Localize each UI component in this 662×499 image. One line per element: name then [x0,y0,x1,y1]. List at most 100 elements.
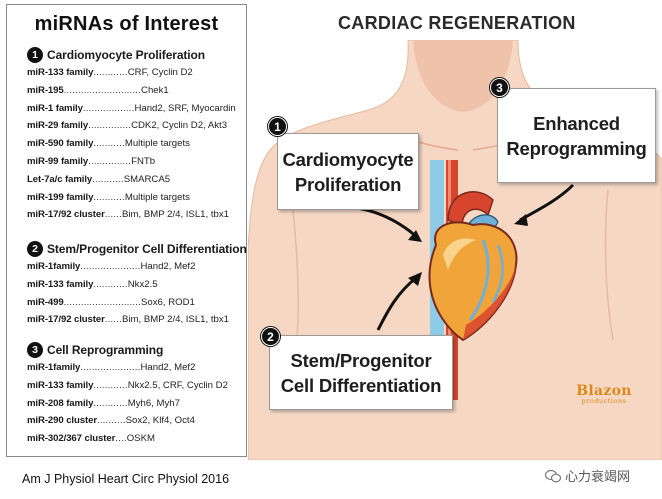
dot-leader: ........................... [63,296,142,308]
mirna-name: miR-29 family [27,120,89,132]
callout-line-2: Cell Differentiation [280,374,442,396]
mirna-targets: Bim, BMP 2/4, ISL1, tbx1 [121,209,229,221]
mirna-list: miR-1family.....................Hand2, M… [27,261,245,332]
callout-cardiomyocyte-proliferation: Cardiomyocyte Proliferation [277,133,419,210]
mirna-targets: CRF, Cyclin D2 [127,67,193,78]
mirna-name: miR-1family [27,261,81,272]
coronary-vessel-2 [491,244,504,303]
mirna-row: miR-1family.....................Hand2, M… [27,362,245,380]
mirna-targets: Multiple targets [124,138,190,150]
aortic-arch [447,191,494,227]
dot-leader: ...... [104,314,122,326]
mirna-row: miR-208 family............Myh6, Myh7 [27,398,245,416]
mirna-name: miR-133 family [27,67,94,78]
mirna-name: miR-290 cluster [27,415,97,427]
callout-line-1: Stem/Progenitor [290,349,432,371]
section-header: 2 Stem/Progenitor Cell Differentiation [27,240,247,258]
mirna-targets: Nkx2.5 [127,278,158,290]
mirna-name: miR-1 family [27,102,83,114]
mirna-row: miR-590 family...........Multiple target… [27,138,245,156]
mirna-targets: Chek1 [141,84,169,96]
mirna-name: miR-133 family [27,278,94,290]
mirna-targets: Multiple targets [124,191,190,203]
dot-leader: ............... [88,120,132,132]
callout-stem-progenitor-differentiation: Stem/Progenitor Cell Differentiation [269,335,453,410]
arrow-head-3 [514,214,528,226]
wechat-icon [545,469,561,482]
mirna-targets: Hand2, SRF, Myocardin [134,102,236,114]
watermark: 心力衰竭网 [545,466,630,485]
mirna-row: miR-195...........................Chek1 [27,85,245,103]
mirna-targets: OSKM [126,433,155,445]
panel-title: miRNAs of Interest [34,13,219,35]
callout-number-badge: 1 [268,117,287,136]
dot-leader: ............... [88,155,132,167]
mirna-name: miR-17/92 cluster [27,209,105,221]
mirna-row: miR-290 cluster..........Sox2, Klf4, Oct… [27,415,245,433]
callout-enhanced-reprogramming: Enhanced Reprogramming [497,88,656,183]
mirna-panel: miRNAs of Interest 1 Cardiomyocyte Proli… [6,4,247,457]
callout-line-1: Enhanced [533,112,620,134]
dot-leader: ..................... [80,362,141,373]
mirna-name: miR-1family [27,362,81,373]
dot-leader: ........... [92,173,124,185]
mirna-list: miR-1family.....................Hand2, M… [27,362,245,451]
mirna-list: miR-133 family............CRF, Cyclin D2… [27,67,245,227]
callout-line-2: Proliferation [294,173,402,195]
section-title: Cardiomyocyte Proliferation [47,48,206,62]
dot-leader: ..................... [80,261,141,272]
arrow-head-2 [408,272,422,286]
diagram-title: CARDIAC REGENERATION [338,13,576,33]
citation: Am J Physiol Heart Circ Physiol 2016 [22,472,230,486]
mirna-name: miR-195 [27,84,64,96]
mirna-targets: Nkx2.5, CRF, Cyclin D2 [127,379,228,391]
dot-leader: ............ [93,67,128,78]
section-cell-reprogramming: 3 Cell Reprogramming miR-1family........… [27,341,245,451]
dot-leader: ...... [104,209,122,221]
mirna-row: miR-1family.....................Hand2, M… [27,261,245,279]
section-number-badge: 3 [27,342,43,358]
callout-number-badge: 3 [490,78,509,97]
mirna-targets: Sox2, Klf4, Oct4 [125,415,195,427]
mirna-row: miR-133 family............Nkx2.5 [27,279,245,297]
blazon-logo: Blazon productions [575,383,633,405]
arm-crease-right [604,189,614,341]
arrow-from-callout-2 [376,276,417,331]
section-header: 3 Cell Reprogramming [27,341,245,359]
dot-leader: ........... [93,138,125,150]
mirna-name: miR-302/367 cluster [27,433,116,445]
dot-leader: ........................... [63,84,142,96]
mirna-row: miR-133 family............Nkx2.5, CRF, C… [27,380,245,398]
mirna-row: miR-17/92 cluster......Bim, BMP 2/4, ISL… [27,314,245,332]
mirna-targets: Hand2, Mef2 [140,261,196,272]
logo-word: Blazon [576,383,632,399]
mirna-name: miR-199 family [27,191,94,203]
mirna-row: miR-199 family...........Multiple target… [27,192,245,210]
mirna-row: Let-7a/c family...........SMARCA5 [27,174,245,192]
mirna-targets: Bim, BMP 2/4, ISL1, tbx1 [121,314,229,326]
section-number-badge: 1 [27,47,43,63]
dot-leader: .... [115,433,127,445]
section-number-badge: 2 [27,241,43,257]
mirna-targets: Myh6, Myh7 [127,397,180,409]
heart-shade [463,265,516,340]
mirna-name: miR-208 family [27,397,94,409]
section-cardiomyocyte-proliferation: 1 Cardiomyocyte Proliferation miR-133 fa… [27,46,245,227]
arrow-head-1 [408,230,422,242]
mirna-name: miR-590 family [27,138,94,150]
section-header: 1 Cardiomyocyte Proliferation [27,46,245,64]
heart-highlight [443,238,476,270]
section-title: Stem/Progenitor Cell Differentiation [47,242,247,256]
heart [428,191,518,342]
neck-shadow [413,40,513,112]
mirna-name: miR-17/92 cluster [27,314,105,326]
dot-leader: ............ [93,397,128,409]
mirna-targets: Hand2, Mef2 [140,362,196,373]
mirna-targets: SMARCA5 [123,173,171,185]
mirna-name: Let-7a/c family [27,173,93,185]
section-stem-progenitor-differentiation: 2 Stem/Progenitor Cell Differentiation m… [27,240,247,332]
callout-number-badge: 2 [261,327,280,346]
dot-leader: ............ [93,278,128,290]
mirna-row: miR-1 family..................Hand2, SRF… [27,103,245,121]
mirna-row: miR-499...........................Sox6, … [27,297,245,315]
